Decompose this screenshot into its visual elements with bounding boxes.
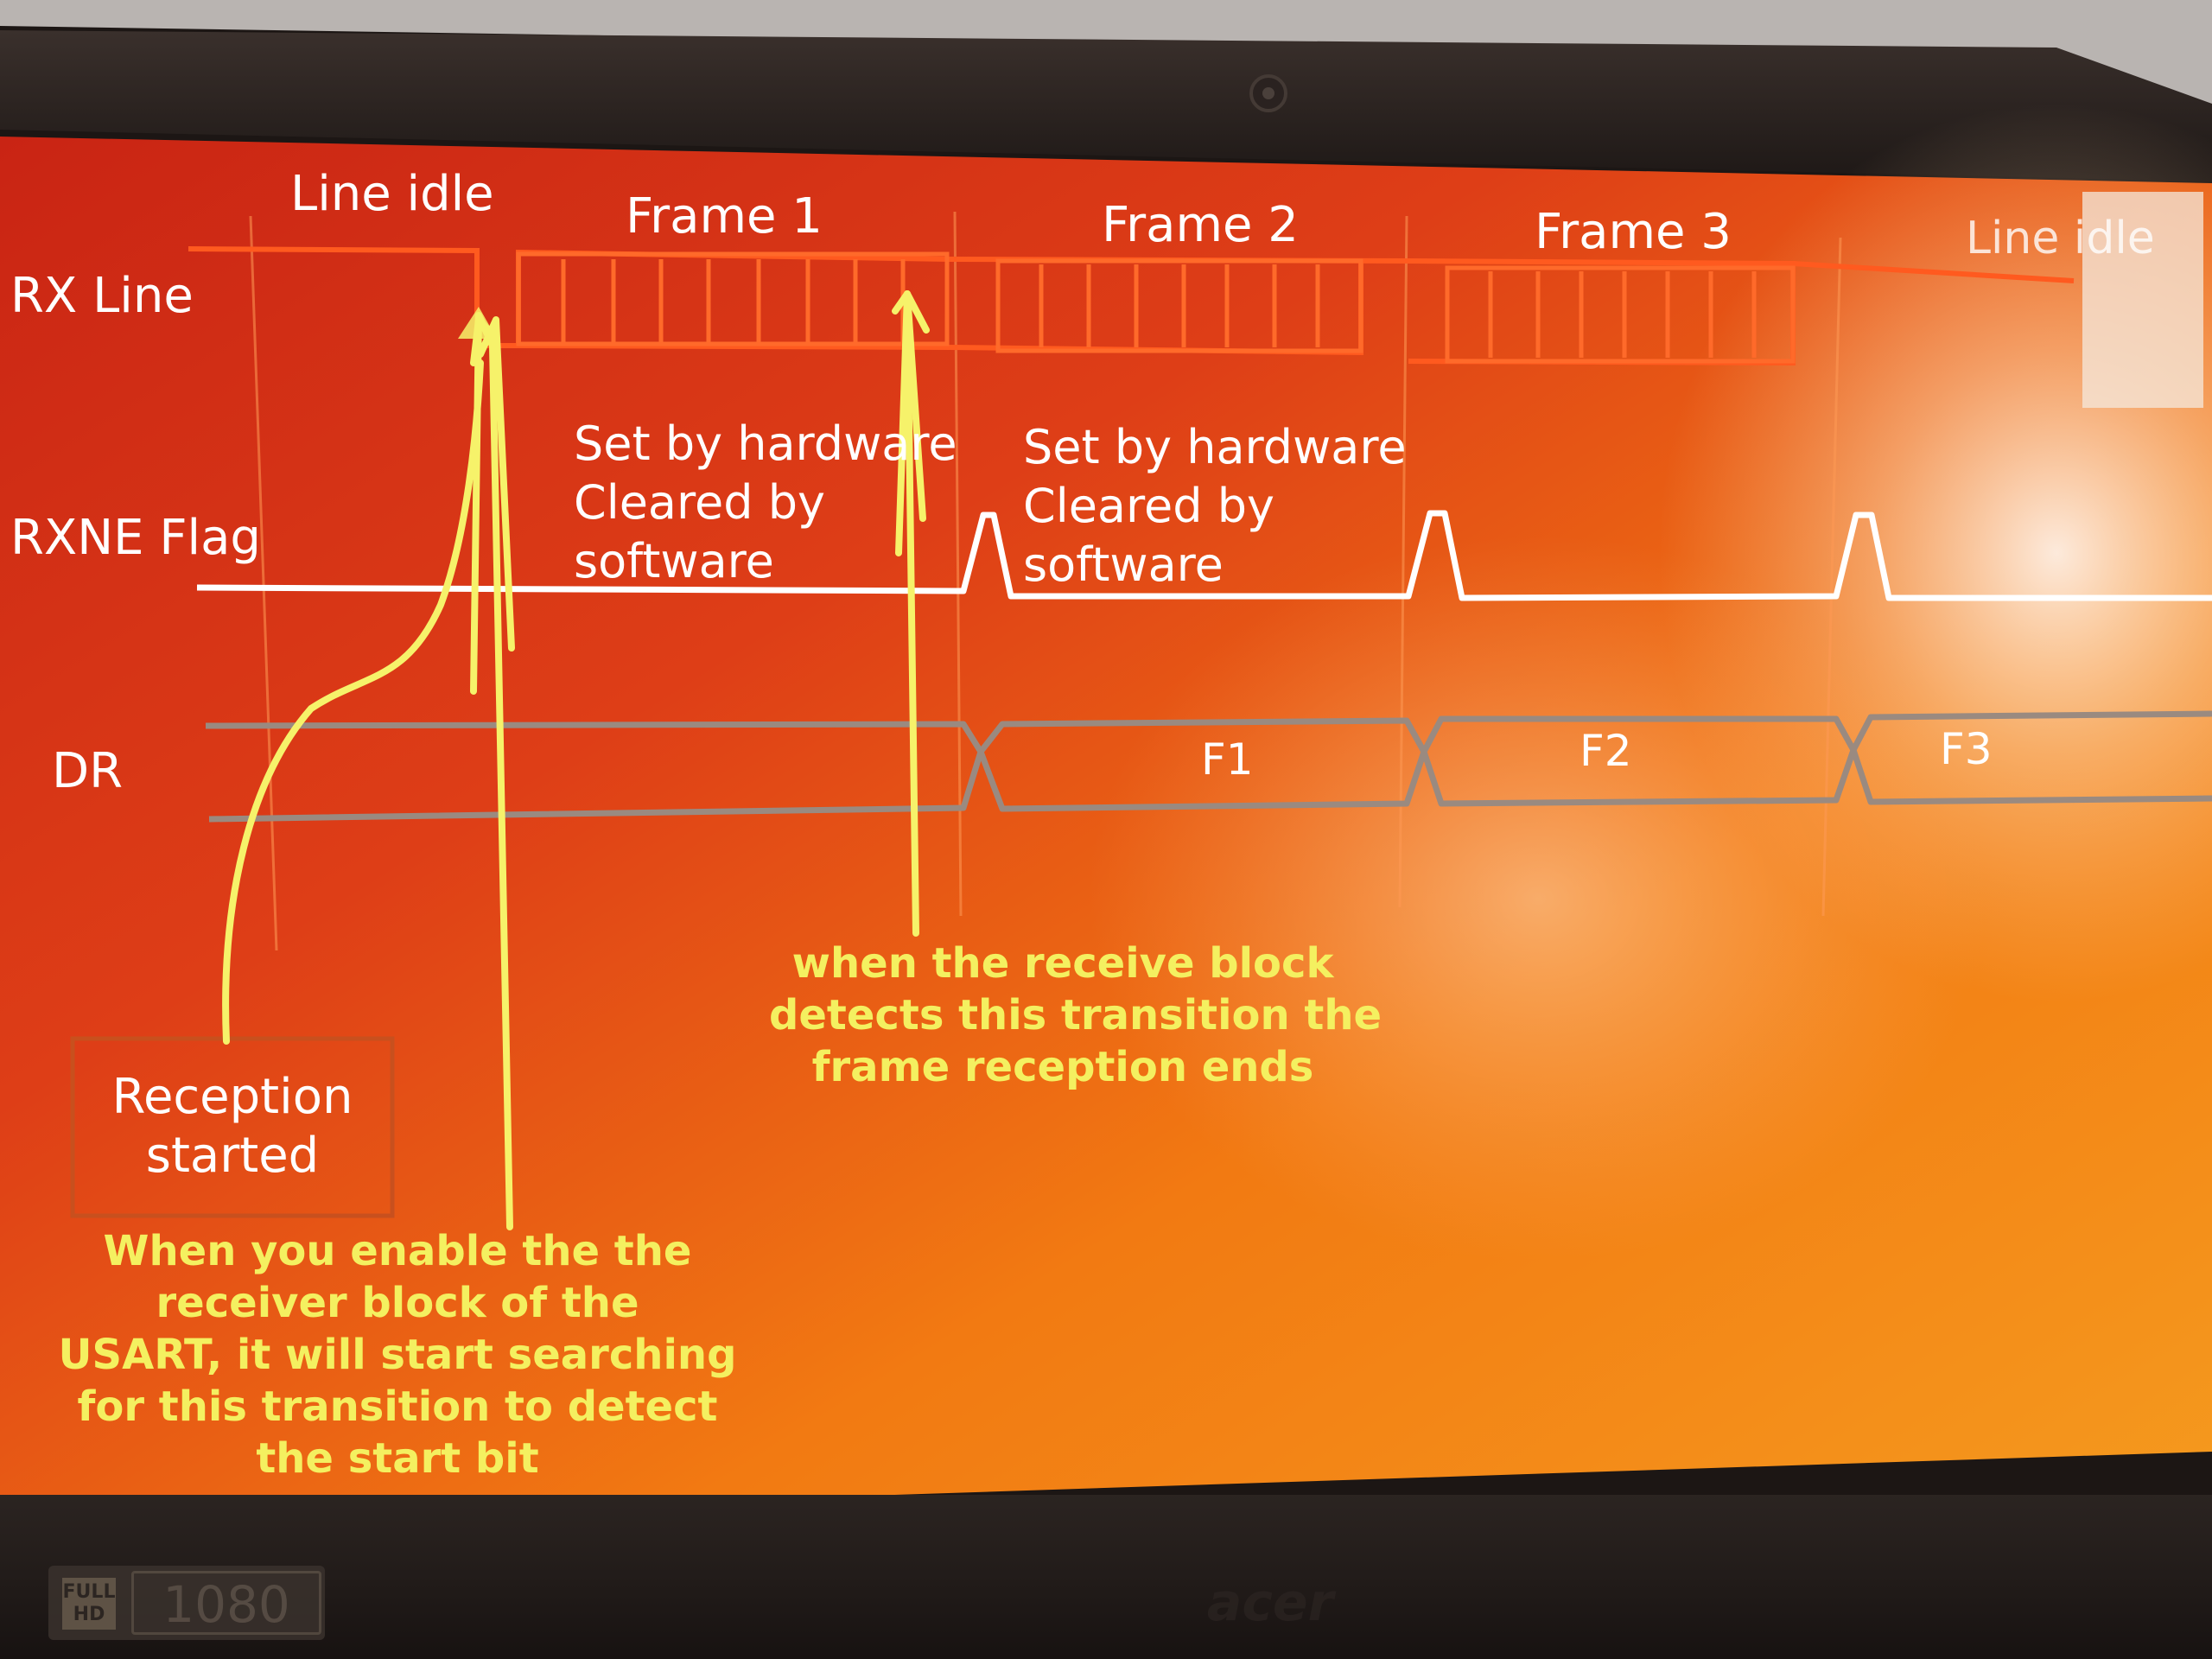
flag-note-line: software xyxy=(574,534,774,588)
annotation-arrows xyxy=(222,290,930,1230)
header-frame-1: Frame 1 xyxy=(626,188,823,245)
annotation-line: receiver block of the xyxy=(156,1279,639,1327)
annotation-line: the start bit xyxy=(256,1434,539,1483)
reception-started-label: Reception started xyxy=(73,1068,392,1185)
annotation-line: USART, it will start searching xyxy=(58,1331,737,1379)
header-frame-3: Frame 3 xyxy=(1535,204,1732,260)
header-line-idle-start: Line idle xyxy=(290,166,494,222)
flag-note-frame1: Set by hardware Cleared by software xyxy=(574,415,957,591)
reception-box-frame xyxy=(70,1036,395,1218)
header-line-idle-end: Line idle xyxy=(1966,213,2155,264)
dr-bus xyxy=(205,710,2212,823)
flag-note-line: software xyxy=(1023,537,1224,592)
annotation-line: When you enable the the xyxy=(103,1227,692,1275)
flag-note-line: Cleared by xyxy=(574,475,825,530)
rxne-flag-waveform xyxy=(196,510,2212,601)
full-hd-label: FULL HD xyxy=(62,1578,116,1630)
rx-line-bits xyxy=(516,251,1796,364)
row-label-rx-line: RX Line xyxy=(10,268,194,324)
dr-value-f2: F2 xyxy=(1580,726,1632,776)
brand-logo: acer xyxy=(1206,1573,1334,1633)
dr-value-f3: F3 xyxy=(1940,724,1993,774)
flag-note-line: Set by hardware xyxy=(574,416,957,471)
flag-note-frame2: Set by hardware Cleared by software xyxy=(1023,418,1407,594)
row-label-rxne-flag: RXNE Flag xyxy=(10,510,261,566)
annotation-line: when the receive block xyxy=(791,939,1334,988)
laptop-bottom-bezel xyxy=(0,1495,2212,1659)
reception-line: Reception xyxy=(111,1069,353,1125)
row-label-dr: DR xyxy=(52,743,124,799)
annotation-enable-receiver: When you enable the the receiver block o… xyxy=(52,1225,743,1484)
annotation-line: detects this transition the xyxy=(769,991,1382,1039)
annotation-line: frame reception ends xyxy=(811,1043,1314,1091)
dr-value-f1: F1 xyxy=(1201,734,1254,785)
annotation-frame-end: when the receive block detects this tran… xyxy=(769,938,1382,1093)
reception-line: started xyxy=(145,1128,320,1184)
flag-note-line: Set by hardware xyxy=(1023,420,1407,474)
annotation-line: for this transition to detect xyxy=(77,1382,718,1431)
arrowhead-icon xyxy=(458,307,497,339)
resolution-label: 1080 xyxy=(131,1571,321,1635)
header-frame-2: Frame 2 xyxy=(1102,197,1299,253)
full-hd-badge: FULL HD 1080 xyxy=(48,1566,325,1640)
flag-note-line: Cleared by xyxy=(1023,479,1274,533)
